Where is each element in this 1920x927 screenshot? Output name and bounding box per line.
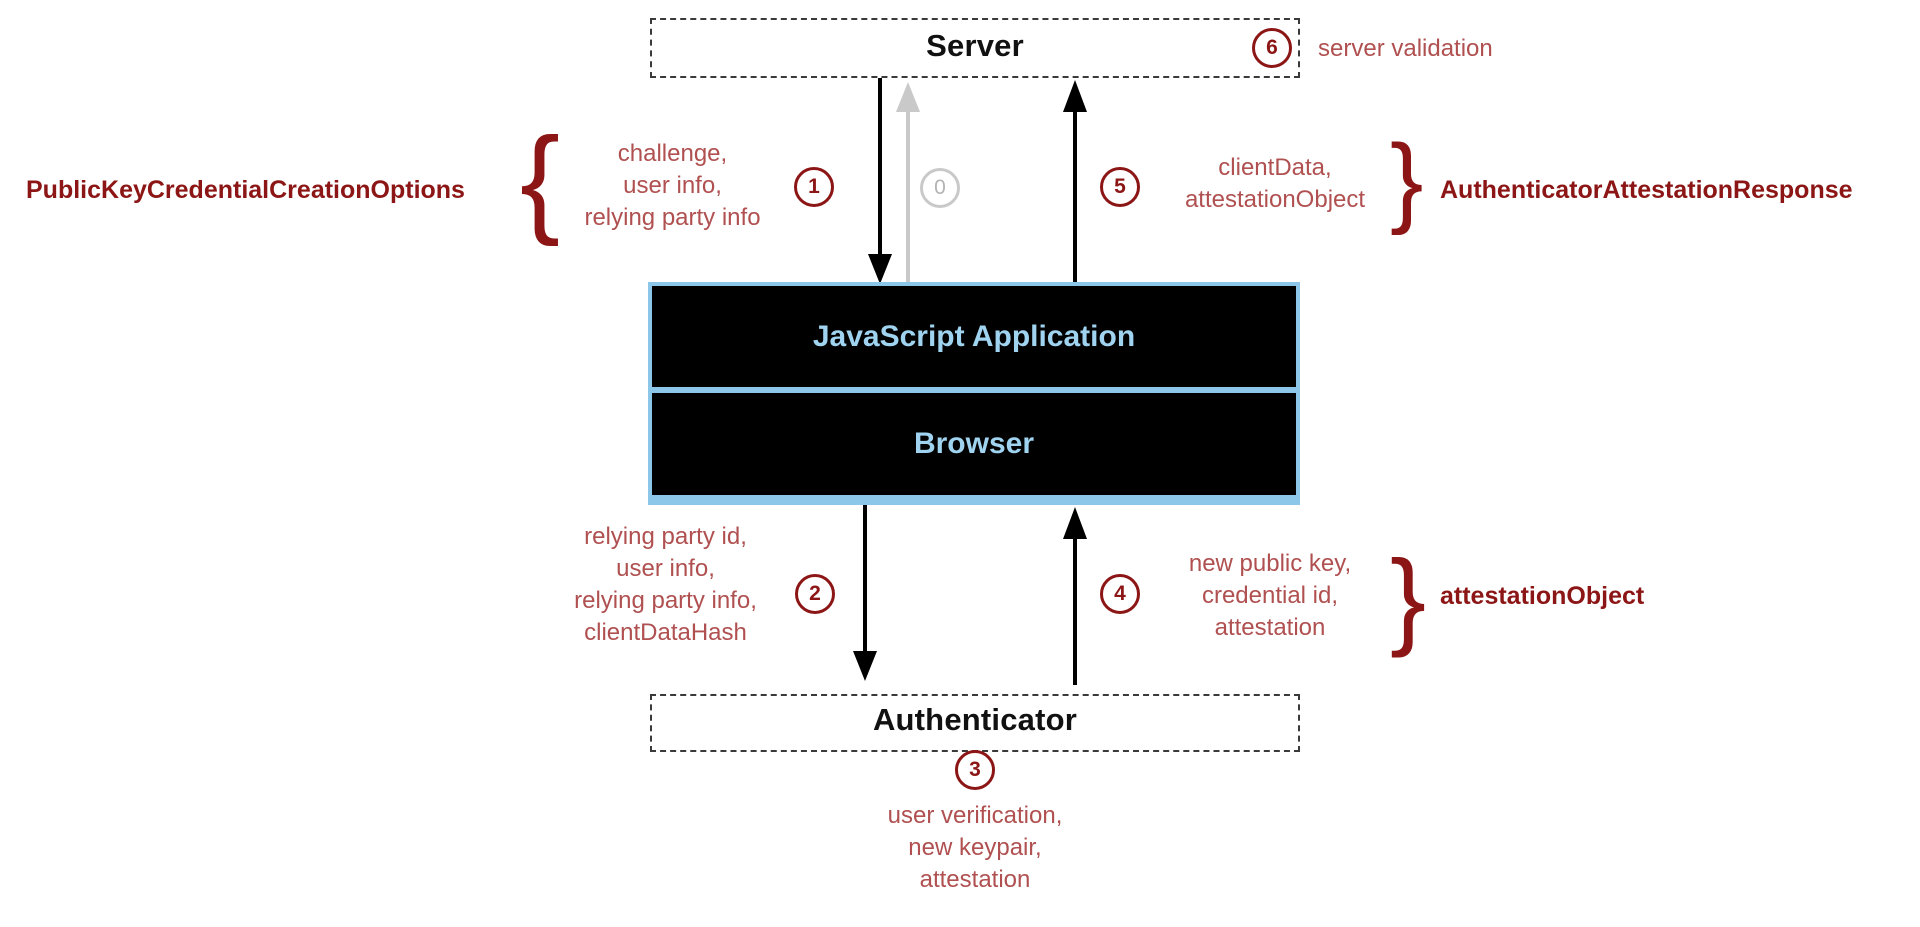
- step-3-marker: 3: [955, 750, 995, 790]
- label-public-key-credential-creation-options: PublicKeyCredentialCreationOptions: [26, 176, 465, 204]
- right-brace-attestation-response: }: [1390, 124, 1424, 236]
- arrow-step-2: [853, 505, 877, 681]
- step-5-note: clientData, attestationObject: [1184, 154, 1366, 214]
- arrow-step-1: [868, 78, 892, 284]
- step-4-marker: 4: [1100, 574, 1140, 614]
- arrow-step-5: [1063, 80, 1087, 288]
- server-label: Server: [926, 28, 1024, 63]
- step-5-marker: 5: [1100, 167, 1140, 207]
- arrow-step-4: [1063, 507, 1087, 685]
- step-1-marker: 1: [794, 167, 834, 207]
- authenticator-label: Authenticator: [872, 702, 1078, 737]
- right-brace-attestation-object: }: [1390, 537, 1427, 658]
- server-box: [650, 18, 1300, 78]
- step-2-marker: 2: [795, 574, 835, 614]
- step-3-note: user verification, new keypair, attestat…: [887, 802, 1063, 894]
- step-2-note: relying party id, user info, relying par…: [574, 523, 757, 647]
- step-0-marker: 0: [920, 168, 960, 208]
- client-stack: JavaScript Application Browser: [648, 282, 1300, 505]
- step-6-note: server validation: [1318, 35, 1493, 62]
- step-6-marker: 6: [1252, 28, 1292, 68]
- browser-box: Browser: [652, 393, 1296, 495]
- label-attestation-object: attestationObject: [1440, 582, 1645, 610]
- label-authenticator-attestation-response: AuthenticatorAttestationResponse: [1440, 176, 1853, 204]
- arrow-step-0: [896, 82, 920, 288]
- left-brace-creation-options: {: [520, 113, 561, 247]
- step-4-note: new public key, credential id, attestati…: [1188, 550, 1352, 642]
- javascript-application-box: JavaScript Application: [652, 286, 1296, 387]
- stack-divider: [652, 387, 1296, 393]
- step-1-note: challenge, user info, relying party info: [584, 140, 761, 232]
